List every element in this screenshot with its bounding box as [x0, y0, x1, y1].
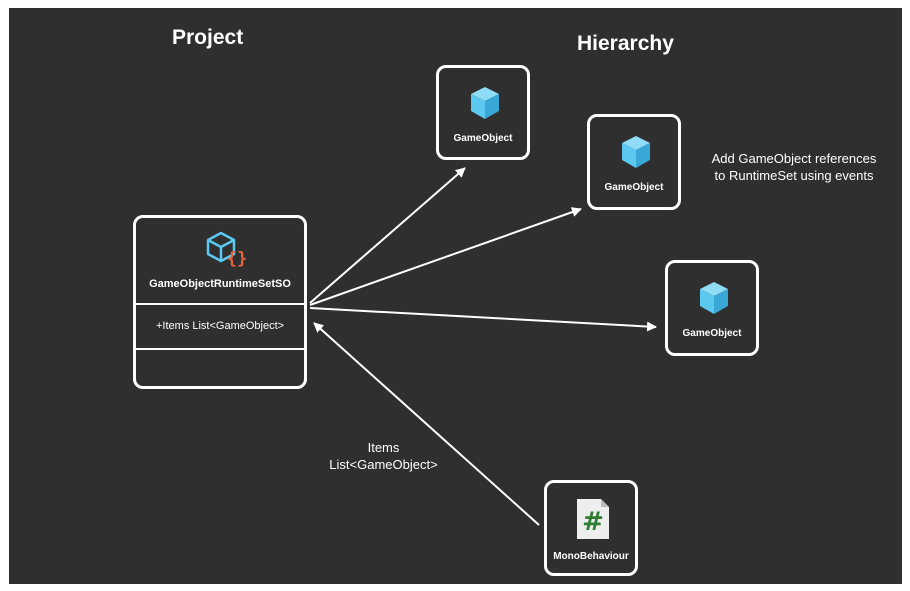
items-note: Items List<GameObject>: [311, 439, 456, 473]
events-note-line-2: to RuntimeSet using events: [714, 168, 874, 183]
runtime-set-title: GameObjectRuntimeSetSO: [149, 278, 291, 290]
svg-text:#: #: [582, 507, 604, 537]
gameobject-label-1: GameObject: [453, 133, 513, 144]
items-field: +Items List<GameObject>: [156, 320, 285, 332]
gameobject-box-3[interactable]: GameObject: [665, 260, 759, 356]
arrow-to-gameobject-2: [309, 207, 582, 306]
gameobject-label-2: GameObject: [604, 182, 664, 193]
items-note-line-2: List<GameObject>: [329, 457, 438, 472]
arrow-from-monobehaviour: [313, 322, 540, 526]
runtime-set-class-box[interactable]: {} GameObjectRuntimeSetSO +Items List<Ga…: [133, 215, 307, 389]
events-note-line-1: Add GameObject references: [711, 151, 877, 166]
monobehaviour-box[interactable]: # MonoBehaviour: [544, 480, 638, 576]
gameobject-label-3: GameObject: [682, 328, 742, 339]
gameobject-box-1[interactable]: GameObject: [436, 65, 530, 160]
project-heading: Project: [172, 26, 244, 49]
monobehaviour-label: MonoBehaviour: [553, 551, 629, 562]
events-note: Add GameObject references to RuntimeSet …: [699, 150, 889, 184]
scriptable-object-cube-braces-icon: {}: [206, 231, 247, 269]
gameobject-box-2[interactable]: GameObject: [587, 114, 681, 210]
hierarchy-heading: Hierarchy: [577, 32, 674, 55]
cube-icon: [622, 136, 650, 168]
cube-icon: [471, 87, 499, 119]
arrow-to-gameobject-1: [309, 167, 466, 304]
class-divider-top: [136, 303, 304, 305]
svg-text:{}: {}: [227, 249, 247, 269]
arrow-to-gameobject-3: [309, 307, 657, 332]
cube-icon: [700, 282, 728, 314]
diagram-canvas: Project Hierarchy {} GameObjectRuntimeSe…: [9, 8, 902, 584]
connector-arrows: [309, 167, 657, 526]
items-note-line-1: Items: [367, 440, 400, 455]
csharp-script-hash-icon: #: [577, 499, 609, 539]
class-divider-bottom: [136, 348, 304, 350]
